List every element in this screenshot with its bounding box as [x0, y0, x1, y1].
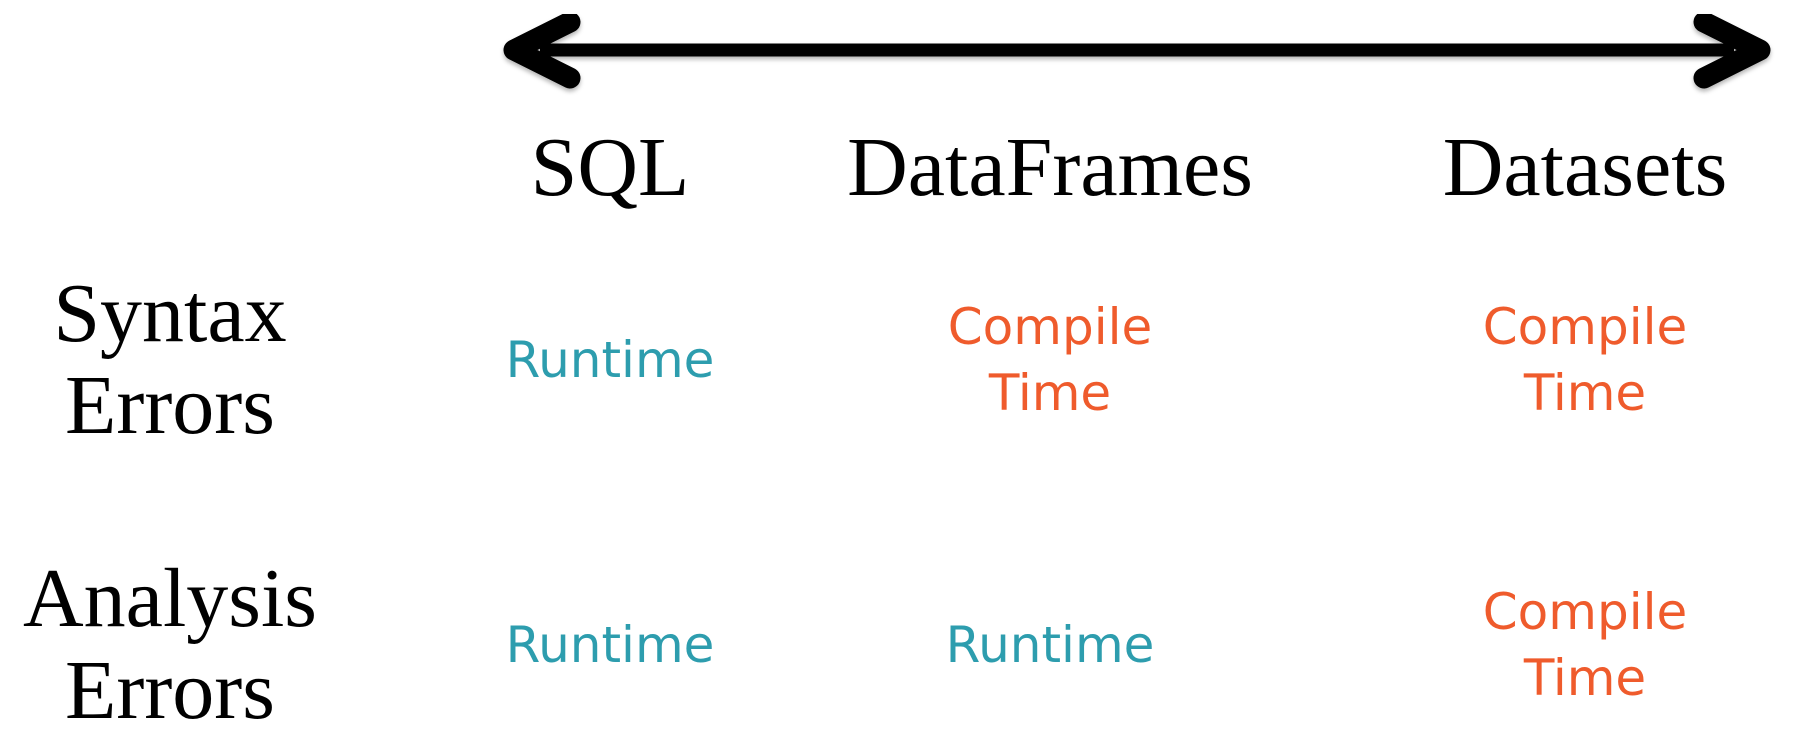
- column-header-dataframes-label: DataFrames: [847, 120, 1253, 214]
- double-headed-arrow-icon: [503, 14, 1771, 89]
- column-header-row: SQL DataFrames Datasets: [0, 88, 1804, 248]
- cell-value: Runtime: [505, 616, 715, 674]
- cell-syntax-dataframes: Compile Time: [880, 294, 1220, 426]
- cell-analysis-dataframes: Runtime: [880, 612, 1220, 678]
- column-header-datasets: Datasets: [1220, 120, 1804, 214]
- cell-value: Runtime: [505, 331, 715, 389]
- cell-value: Compile Time: [947, 298, 1153, 422]
- row-label-analysis-errors: Analysis Errors: [0, 553, 340, 737]
- cell-value: Compile Time: [1482, 583, 1688, 707]
- table-row-syntax-errors: Syntax Errors Runtime Compile Time Compi…: [0, 240, 1804, 480]
- cell-syntax-sql: Runtime: [340, 327, 880, 393]
- cell-analysis-sql: Runtime: [340, 612, 880, 678]
- cell-value: Runtime: [945, 616, 1155, 674]
- column-header-dataframes: DataFrames: [847, 121, 1253, 214]
- row-label-text: Syntax Errors: [53, 267, 287, 452]
- cell-value: Compile Time: [1482, 298, 1688, 422]
- cell-analysis-datasets: Compile Time: [1220, 579, 1804, 711]
- row-label-text: Analysis Errors: [23, 552, 317, 737]
- column-header-datasets-label: Datasets: [1442, 120, 1728, 214]
- column-header-sql-label: SQL: [530, 120, 690, 214]
- table-row-analysis-errors: Analysis Errors Runtime Runtime Compile …: [0, 525, 1804, 756]
- row-label-syntax-errors: Syntax Errors: [0, 268, 340, 452]
- cell-syntax-datasets: Compile Time: [1220, 294, 1804, 426]
- column-header-sql: SQL: [340, 120, 880, 214]
